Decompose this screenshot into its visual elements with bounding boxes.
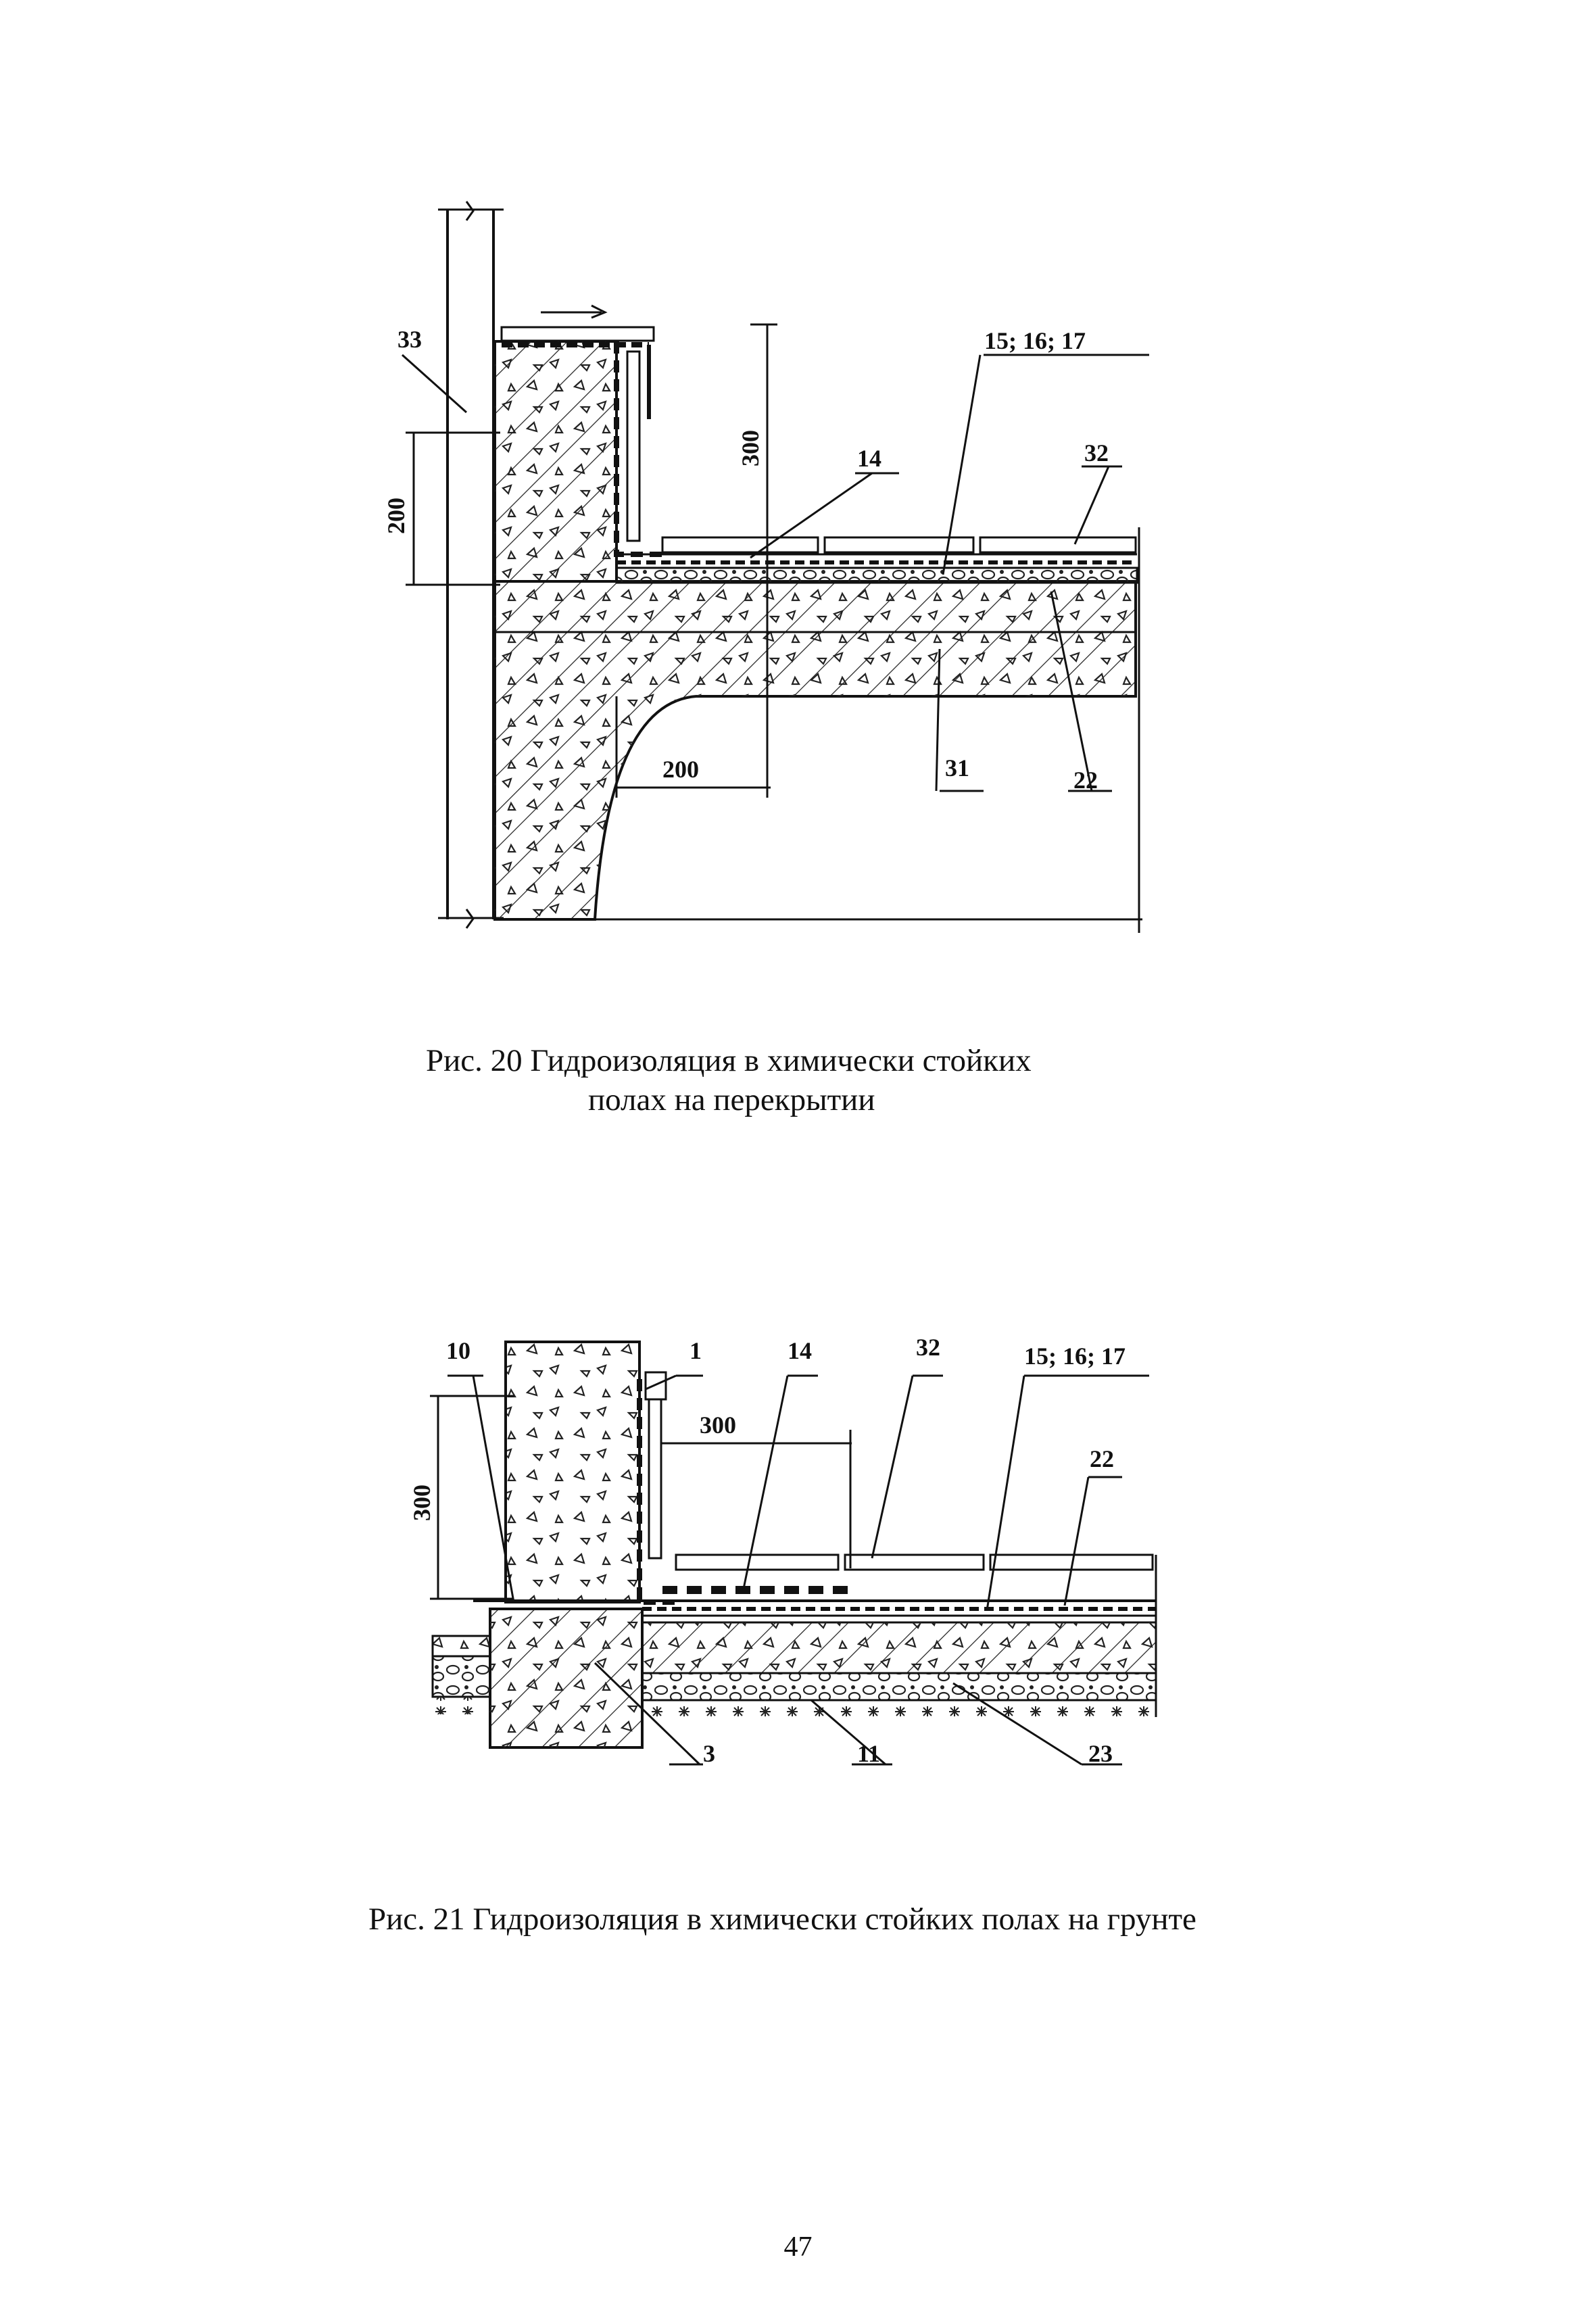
label-22: 22	[1090, 1445, 1114, 1472]
label-14: 14	[788, 1337, 812, 1364]
vertical-waterproofing	[637, 1371, 676, 1605]
dimension-lines	[430, 1395, 1157, 1717]
label-14: 14	[857, 445, 881, 472]
soil	[426, 1697, 1156, 1716]
label-33: 33	[397, 326, 422, 353]
floor-slab	[493, 527, 1142, 933]
label-10: 10	[446, 1337, 470, 1364]
concrete-upstand	[493, 340, 618, 583]
tile-course	[661, 536, 1137, 554]
leader-lines	[448, 1374, 1149, 1766]
label-31: 31	[945, 754, 969, 781]
label-3: 3	[703, 1740, 715, 1767]
label-15-16-17: 15; 16; 17	[984, 327, 1086, 354]
figure-20-drawing: 33 15; 16; 17 14 32 31 22 300 200 200	[383, 201, 1149, 933]
dimension-300-vertical: 300	[737, 430, 764, 466]
dimension-lines	[406, 323, 777, 798]
dimension-300-vertical: 300	[408, 1485, 435, 1521]
floor-layers	[473, 1586, 1156, 1617]
label-15-16-17: 15; 16; 17	[1024, 1343, 1126, 1370]
direction-arrow	[541, 304, 608, 319]
leader-lines	[401, 354, 1149, 792]
figure-21-caption: Рис. 21 Гидроизоляция в химически стойки…	[368, 1900, 1382, 1939]
label-32: 32	[916, 1334, 940, 1361]
figure-20-caption-line-2: полах на перекрытии	[588, 1082, 875, 1117]
concrete-underlayer	[641, 1621, 1157, 1674]
tile-course	[675, 1553, 1154, 1571]
floor-layers	[615, 553, 1138, 584]
label-32: 32	[1084, 439, 1109, 466]
gravel-base	[431, 1635, 1157, 1702]
label-22: 22	[1073, 767, 1098, 794]
foundation	[489, 1608, 644, 1749]
dimension-200-horizontal: 200	[662, 756, 699, 783]
dimension-300-horizontal: 300	[700, 1412, 736, 1439]
page-number: 47	[783, 2231, 813, 2263]
label-11: 11	[857, 1740, 880, 1767]
vertical-waterproofing	[500, 326, 662, 557]
figure-21-caption-text: Рис. 21 Гидроизоляция в химически стойки…	[368, 1902, 1196, 1937]
dimension-200-vertical: 200	[383, 498, 410, 534]
label-23: 23	[1088, 1740, 1113, 1767]
figure-20-caption-line-1: Рис. 20 Гидроизоляция в химически стойки…	[426, 1043, 1032, 1078]
wall-block	[504, 1341, 641, 1603]
figure-20-caption: Рис. 20 Гидроизоляция в химически стойки…	[426, 1041, 1305, 1119]
figure-21-drawing: 10 1 14 32 15; 16; 17 22 3 11 23 300 300	[408, 1334, 1157, 1767]
label-1: 1	[690, 1337, 702, 1364]
